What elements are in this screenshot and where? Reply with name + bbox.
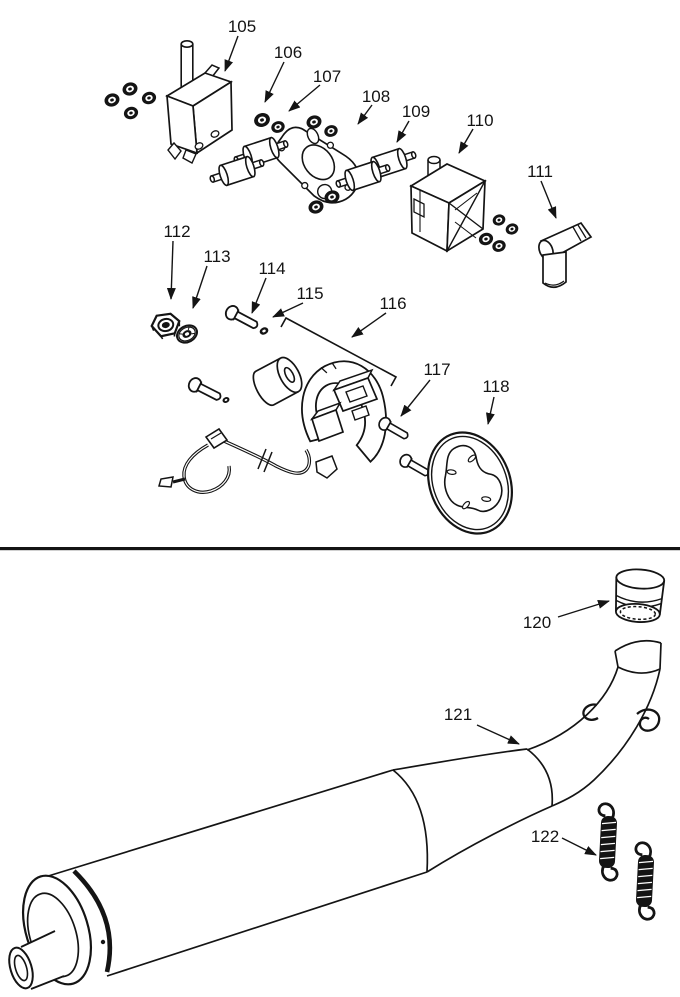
part-label-111: 111 xyxy=(527,162,553,181)
nut-cluster xyxy=(102,80,158,122)
bolt-114-figure xyxy=(222,302,262,334)
part-label-113: 113 xyxy=(203,247,230,266)
ignition-labels: 105 106 107 108 109 110 111 112 113 114 … xyxy=(163,17,557,425)
spark-plug-cap-figure xyxy=(538,221,593,289)
part-label-118: 118 xyxy=(482,377,509,396)
washer-lower-figure xyxy=(222,397,230,403)
exhaust-sleeve-figure xyxy=(615,568,666,623)
part-label-115: 115 xyxy=(296,284,323,303)
wire-harness-figure xyxy=(158,427,312,494)
part-label-106: 106 xyxy=(274,43,302,62)
part-label-110: 110 xyxy=(466,111,493,130)
washer-107-figure xyxy=(269,119,287,135)
part-label-120: 120 xyxy=(523,613,551,632)
muffler-weld-band xyxy=(72,869,113,973)
bolt-117b-figure xyxy=(397,451,433,481)
part-label-105: 105 xyxy=(228,17,256,36)
part-label-114: 114 xyxy=(258,259,285,278)
exhaust-section: 120 121 122 xyxy=(8,568,666,990)
part-label-117: 117 xyxy=(423,360,450,379)
exhaust-labels: 120 121 122 xyxy=(444,599,610,856)
ignition-coil-figure xyxy=(165,39,233,164)
lock-washer-113-figure xyxy=(175,324,199,344)
mounting-springs-figure xyxy=(593,802,660,921)
part-label-112: 112 xyxy=(163,222,190,241)
flywheel-figure xyxy=(427,431,513,535)
wire-terminal xyxy=(158,476,174,488)
leader-lines-ignition xyxy=(166,35,557,425)
section-divider xyxy=(0,547,680,551)
header-pipe-figure xyxy=(526,639,662,807)
stator-flywheel-group xyxy=(150,302,513,535)
part-label-109: 109 xyxy=(402,102,430,121)
group-bracket-116 xyxy=(280,316,398,387)
nut-106-figure xyxy=(252,110,272,130)
part-label-122: 122 xyxy=(531,827,559,846)
part-label-108: 108 xyxy=(362,87,390,106)
washer-115-figure xyxy=(259,327,269,335)
magneto-coil-figure xyxy=(252,356,303,407)
spring-hook-right xyxy=(636,708,661,732)
part-label-121: 121 xyxy=(444,705,472,724)
part-label-116: 116 xyxy=(379,294,406,313)
part-label-107: 107 xyxy=(313,67,341,86)
hex-nut-112-figure xyxy=(150,312,181,340)
stator-tab xyxy=(315,455,338,479)
ignition-section xyxy=(102,39,593,289)
spring-hook-left xyxy=(582,703,599,721)
muffler-figure xyxy=(8,748,554,990)
cdi-unit-figure xyxy=(409,155,487,253)
stator-coil-small xyxy=(309,401,345,443)
bolt-lower-figure xyxy=(185,375,225,405)
